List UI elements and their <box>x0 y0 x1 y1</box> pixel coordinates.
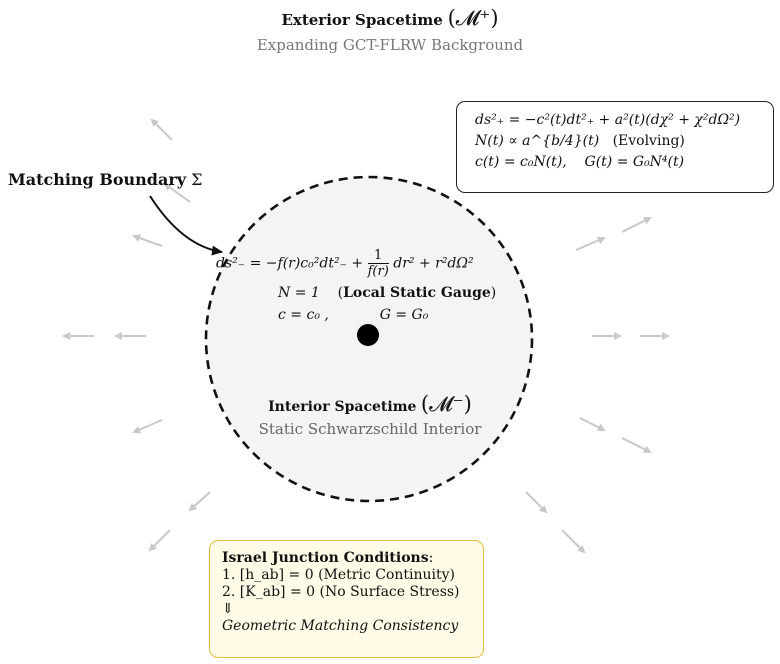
interior-metric-line: ds²₋ = −f(r)c₀²dt²₋ + 1 f(r) dr² + r²dΩ² <box>216 248 496 279</box>
israel-conclusion: Geometric Matching Consistency <box>222 618 459 634</box>
exterior-title: Exterior Spacetime (𝓜⁺) <box>0 6 780 31</box>
interior-title-symbol: (𝓜⁻) <box>420 392 472 416</box>
exterior-title-symbol: (𝓜⁺) <box>447 6 499 30</box>
matching-boundary-text: Matching Boundary <box>8 170 187 189</box>
matching-boundary-pointer <box>149 195 223 256</box>
interior-title: Interior Spacetime (𝓜⁻) <box>200 392 540 417</box>
exterior-subtitle: Expanding GCT-FLRW Background <box>256 36 524 54</box>
matching-boundary-symbol: Σ <box>191 170 203 189</box>
interior-title-text: Interior Spacetime <box>268 399 417 415</box>
exterior-metric-box: ds²₊ = −c²(t)dt²₊ + a²(t)(dχ² + χ²dΩ²) N… <box>456 101 774 193</box>
interior-metric-lhs: ds²₋ = −f(r)c₀²dt²₋ + <box>216 255 364 272</box>
interior-subtitle: Static Schwarzschild Interior <box>258 420 482 438</box>
israel-item-2-eq: 2. [K_ab] = 0 <box>222 584 316 600</box>
interior-metric-fraction: 1 f(r) <box>367 248 389 279</box>
lapse-note: (Evolving) <box>612 133 685 149</box>
central-mass <box>357 324 379 346</box>
implies-symbol: ⇓ <box>222 601 234 617</box>
israel-item-1: 1. [h_ab] = 0 (Metric Continuity) <box>222 567 473 584</box>
israel-conditions-box: Israel Junction Conditions: 1. [h_ab] = … <box>209 540 484 658</box>
israel-item-2: 2. [K_ab] = 0 (No Surface Stress) <box>222 584 473 601</box>
interior-equations: ds²₋ = −f(r)c₀²dt²₋ + 1 f(r) dr² + r²dΩ²… <box>216 248 496 323</box>
israel-title-line: Israel Junction Conditions: <box>222 550 434 566</box>
lapse-evolution-line: N(t) ∝ a^{b/4}(t) (Evolving) <box>475 131 763 152</box>
constant-g: G = G₀ <box>379 307 429 323</box>
gauge-note: Local Static Gauge <box>343 285 491 301</box>
exterior-metric-line: ds²₊ = −c²(t)dt²₊ + a²(t)(dχ² + χ²dΩ²) <box>475 112 741 128</box>
fraction-numerator: 1 <box>367 248 389 264</box>
exterior-title-text: Exterior Spacetime <box>281 11 443 29</box>
israel-item-2-note: (No Surface Stress) <box>319 584 460 600</box>
gauge-equation: N = 1 <box>278 285 320 301</box>
israel-item-1-eq: 1. [h_ab] = 0 <box>222 567 314 583</box>
lapse-equation: N(t) ∝ a^{b/4}(t) <box>475 133 600 149</box>
varying-constants-line: c(t) = c₀N(t), G(t) = G₀N⁴(t) <box>475 154 685 170</box>
interior-metric-rhs: dr² + r²dΩ² <box>393 255 474 272</box>
constant-c: c = c₀ , <box>278 307 329 323</box>
expansion-arrows <box>62 118 670 554</box>
israel-item-1-note: (Metric Continuity) <box>318 567 455 583</box>
matching-boundary-label: Matching Boundary Σ <box>8 170 202 189</box>
fraction-denominator: f(r) <box>367 264 389 279</box>
israel-title: Israel Junction Conditions <box>222 550 429 566</box>
gauge-line: N = 1 (Local Static Gauge) <box>278 285 497 301</box>
constants-line: c = c₀ , G = G₀ <box>278 307 496 323</box>
